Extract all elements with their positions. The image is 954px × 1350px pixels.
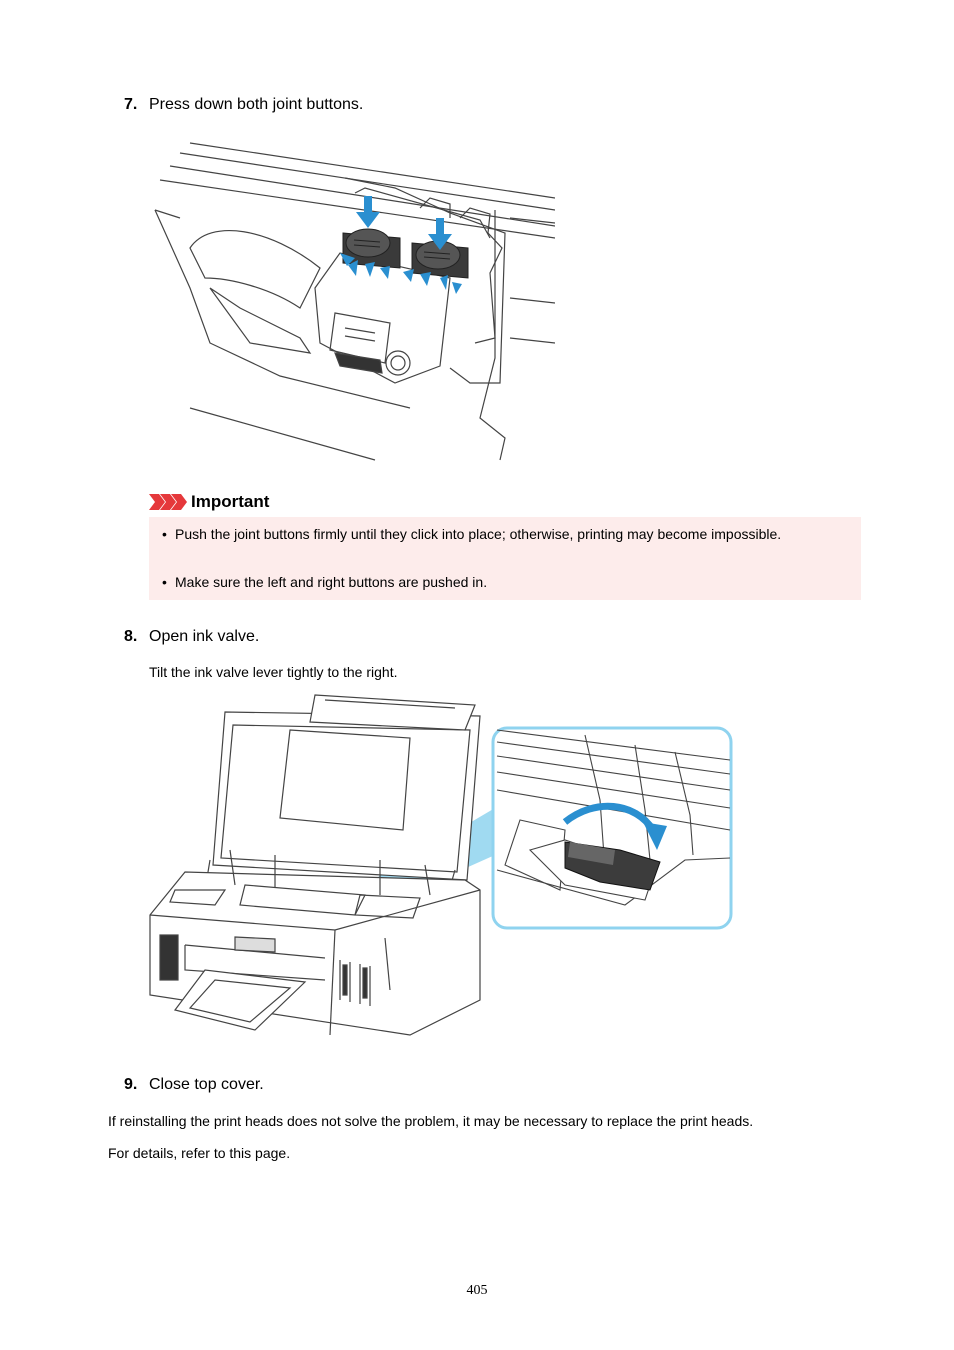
important-title: Important xyxy=(191,492,270,511)
important-chevron-icon xyxy=(149,494,187,510)
important-box: Push the joint buttons firmly until they… xyxy=(149,517,861,600)
step-text: Press down both joint buttons. xyxy=(149,96,364,113)
step-number: 9. xyxy=(124,1076,138,1093)
details-link-text[interactable]: For details, refer to this page. xyxy=(108,1145,291,1161)
step-8-instruction: Tilt the ink valve lever tightly to the … xyxy=(149,664,398,680)
page-number: 405 xyxy=(466,1283,488,1298)
step-number: 8. xyxy=(124,628,138,645)
step-7: 7. Press down both joint buttons. xyxy=(124,96,363,114)
replace-heads-note: If reinstalling the print heads does not… xyxy=(108,1113,754,1129)
joint-buttons-illustration xyxy=(154,142,555,461)
ink-valve-illustration xyxy=(149,694,733,1036)
step-text: Open ink valve. xyxy=(149,628,260,645)
step-number: 7. xyxy=(124,96,138,113)
important-heading: Important xyxy=(149,491,269,513)
step-9: 9. Close top cover. xyxy=(124,1076,264,1094)
step-text: Close top cover. xyxy=(149,1076,264,1093)
important-item: Push the joint buttons firmly until they… xyxy=(162,522,815,546)
important-item: Make sure the left and right buttons are… xyxy=(162,570,815,594)
step-8: 8. Open ink valve. xyxy=(124,628,259,646)
